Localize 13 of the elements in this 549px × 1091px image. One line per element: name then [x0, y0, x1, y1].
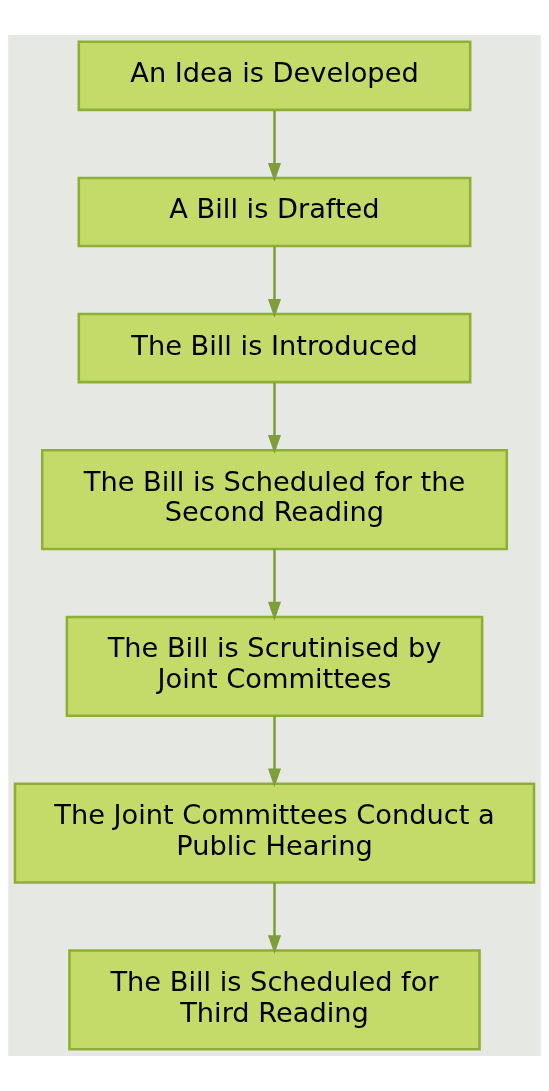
node-box: The Bill is Scheduled for Third Reading: [68, 949, 481, 1051]
node-box: The Joint Committees Conduct a Public Hearing: [13, 782, 536, 884]
arrow: [267, 246, 282, 318]
node-box: The Bill is Scheduled for the Second Reading: [40, 448, 509, 551]
arrow: [267, 882, 282, 954]
node-box: A Bill is Drafted: [77, 176, 472, 248]
node-box: An Idea is Developed: [77, 40, 472, 112]
arrow: [267, 110, 282, 182]
arrow: [267, 548, 282, 621]
arrow: [267, 715, 282, 788]
node-box: The Bill is Scrutinised by Joint Committees: [65, 615, 484, 717]
node-box: The Bill is Introduced: [77, 312, 472, 384]
arrow: [267, 382, 282, 454]
